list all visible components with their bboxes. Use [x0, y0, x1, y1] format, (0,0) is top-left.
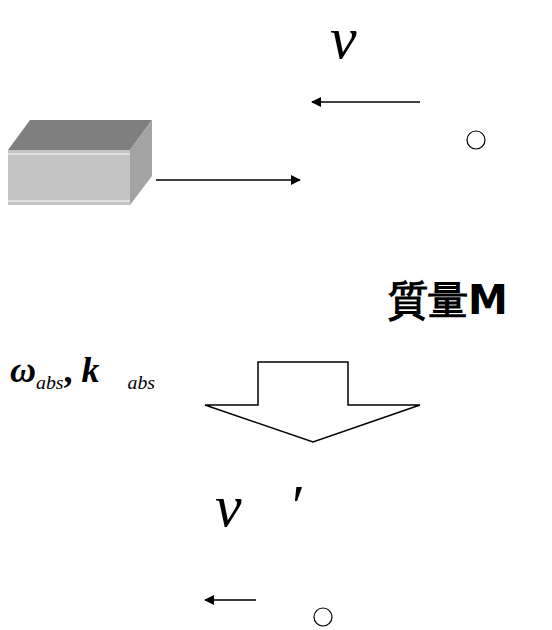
laser-label: ωabs,k⃗abs: [10, 352, 155, 393]
subscript: abs: [128, 371, 155, 393]
symbol-label: v⃗′: [215, 473, 301, 539]
block-arrow: [205, 362, 420, 442]
velocity-arrow: [312, 101, 420, 103]
laser-box: [8, 120, 152, 205]
subscript: abs: [36, 371, 63, 393]
symbol-label: ω: [10, 350, 36, 390]
velocity-arrow: [205, 599, 256, 601]
laser-beam-arrow: [156, 179, 300, 181]
atom-circle: [314, 608, 332, 626]
mass-label: 質量M: [388, 280, 508, 320]
atom-circle: [467, 131, 485, 149]
symbol-label: v⃗: [330, 5, 403, 71]
velocity-label: v⃗: [330, 8, 403, 68]
symbol-label: ,: [64, 350, 73, 390]
symbol-label: 質量M: [388, 277, 508, 323]
symbol-label: k⃗: [82, 350, 128, 390]
velocity-label: v⃗′: [215, 476, 301, 536]
